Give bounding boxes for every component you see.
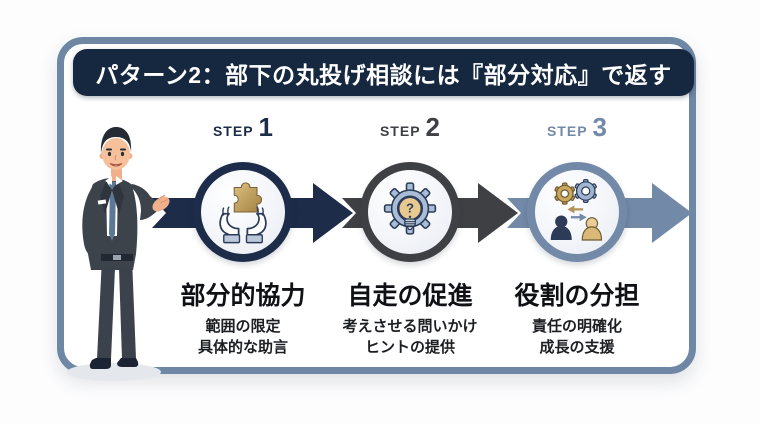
step-3-circle (527, 162, 627, 262)
detail-line: ヒントの提供 (364, 339, 455, 356)
step-word: STEP (379, 123, 421, 139)
step-3-details: 責任の明確化 成長の支援 (532, 316, 622, 358)
step-2-title: 自走の促進 (347, 282, 473, 310)
people-gears-exchange-icon (550, 179, 603, 241)
step-number: 1 (258, 112, 274, 142)
header-banner: パターン2：部下の丸投げ相談には『部分対応』で返す (73, 49, 694, 96)
exchange-arrows-icon (567, 205, 587, 222)
svg-text:?: ? (406, 200, 414, 215)
hands-holding-puzzle-icon (219, 182, 267, 244)
step-number: 3 (592, 112, 608, 142)
step-word: STEP (546, 123, 588, 139)
detail-line: 具体的な助言 (197, 339, 288, 356)
detail-line: 範囲の限定 (205, 318, 281, 335)
step-1-details: 範囲の限定 具体的な助言 (198, 316, 288, 358)
gear-lightbulb-question-icon: ? (383, 182, 437, 235)
detail-line: 責任の明確化 (531, 318, 622, 335)
step-word: STEP (212, 123, 254, 139)
header-title: パターン2：部下の丸投げ相談には『部分対応』で返す (95, 61, 672, 88)
step-3-title: 役割の分担 (514, 282, 640, 310)
step-number: 2 (425, 112, 441, 142)
step-1-circle (193, 162, 293, 262)
step-1-title: 部分的協力 (180, 282, 306, 310)
step-2-details: 考えさせる問いかけ ヒントの提供 (342, 316, 477, 358)
hair (100, 127, 132, 154)
detail-line: 成長の支援 (539, 339, 615, 356)
businessman-illustration (60, 106, 172, 386)
ground-shadow (67, 363, 161, 381)
detail-line: 考えさせる問いかけ (342, 318, 478, 335)
step-2-circle: ? (360, 162, 460, 262)
